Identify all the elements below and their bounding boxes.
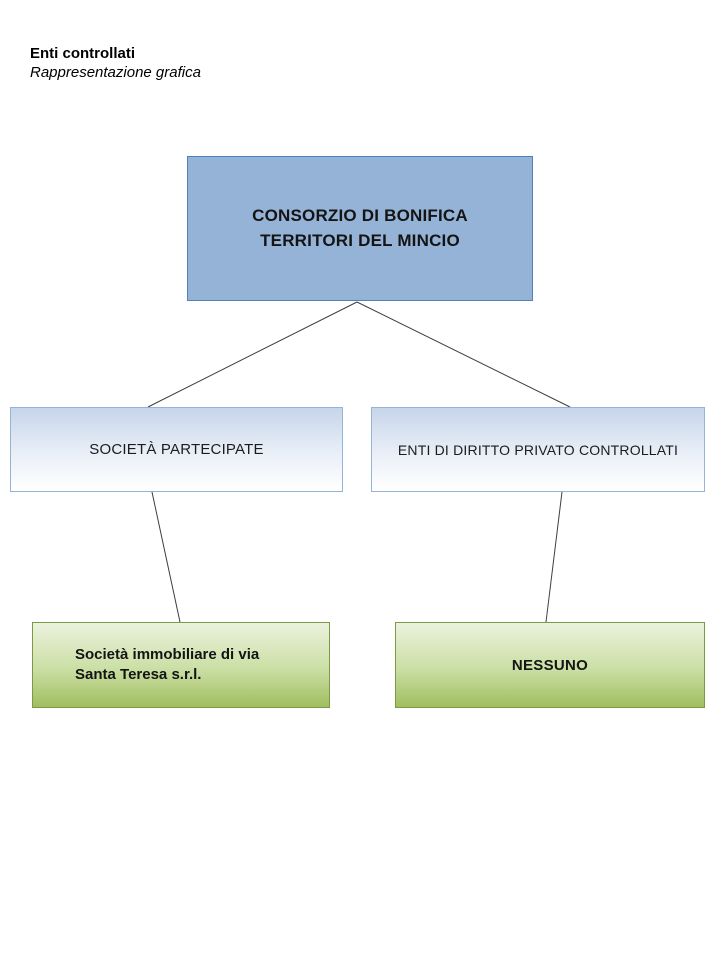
leaf-node-nessuno: NESSUNO — [395, 622, 705, 708]
child-node-enti-diritto-privato-label: ENTI DI DIRITTO PRIVATO CONTROLLATI — [397, 441, 679, 458]
leaf-immobiliare-line1: Società immobiliare di via — [75, 645, 260, 663]
child-node-societa-partecipate: SOCIETÀ PARTECIPATE — [10, 407, 343, 492]
child-node-enti-diritto-privato: ENTI DI DIRITTO PRIVATO CONTROLLATI — [371, 407, 705, 492]
root-node-label-line2: TERRITORI DEL MINCIO — [260, 230, 460, 250]
root-node-label-line1: CONSORZIO DI BONIFICA — [252, 205, 468, 225]
connector-root-to-societa-partecipate — [147, 301, 358, 408]
leaf-node-societa-immobiliare: Società immobiliare di via Santa Teresa … — [32, 622, 330, 708]
connector-root-to-enti-diritto — [356, 301, 571, 408]
leaf-immobiliare-line2: Santa Teresa s.r.l. — [75, 666, 202, 683]
header: Enti controllati Rappresentazione grafic… — [30, 44, 201, 82]
root-node-label: CONSORZIO DI BONIFICA TERRITORI DEL MINC… — [252, 204, 468, 253]
connector-partecipate-to-immobiliare — [151, 491, 181, 623]
page-subtitle: Rappresentazione grafica — [30, 64, 201, 81]
connector-enti-to-nessuno — [545, 491, 563, 623]
leaf-node-nessuno-label: NESSUNO — [511, 656, 589, 674]
root-node-consorzio: CONSORZIO DI BONIFICA TERRITORI DEL MINC… — [187, 156, 533, 301]
child-node-societa-partecipate-label: SOCIETÀ PARTECIPATE — [89, 441, 264, 458]
page-title: Enti controllati — [30, 45, 135, 62]
leaf-node-societa-immobiliare-label: Società immobiliare di via Santa Teresa … — [75, 645, 300, 686]
